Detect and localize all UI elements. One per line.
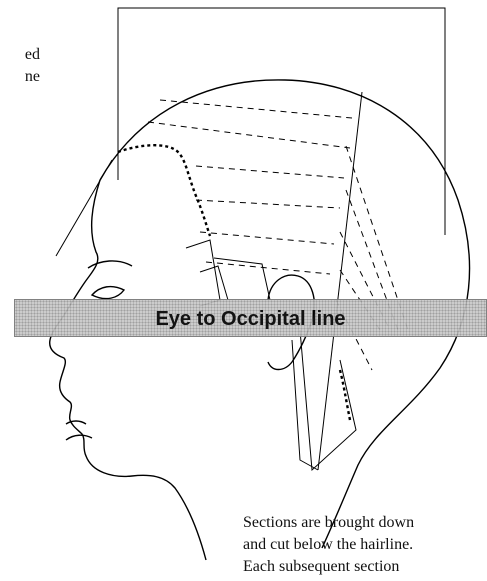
face-profile [50,180,206,560]
caption-top-left: ed ne [0,44,40,88]
caption-bottom-line-2: and cut below the hairline. [243,534,487,556]
eye [92,287,124,299]
section-boxes [186,240,356,470]
guide-frame [118,8,445,235]
band-label: Eye to Occipital line [15,300,486,338]
caption-top-left-line-1: ed [0,44,40,66]
hairline-dotted [118,145,210,236]
forehead-guide-line [56,160,112,256]
back-section-line [318,92,362,470]
caption-top-left-line-2: ne [0,66,40,88]
caption-bottom: Sections are brought down and cut below … [243,512,487,578]
eye-to-occipital-band: Eye to Occipital line [14,299,487,337]
caption-bottom-line-1: Sections are brought down [243,512,487,534]
caption-bottom-line-3: Each subsequent section [243,556,487,578]
